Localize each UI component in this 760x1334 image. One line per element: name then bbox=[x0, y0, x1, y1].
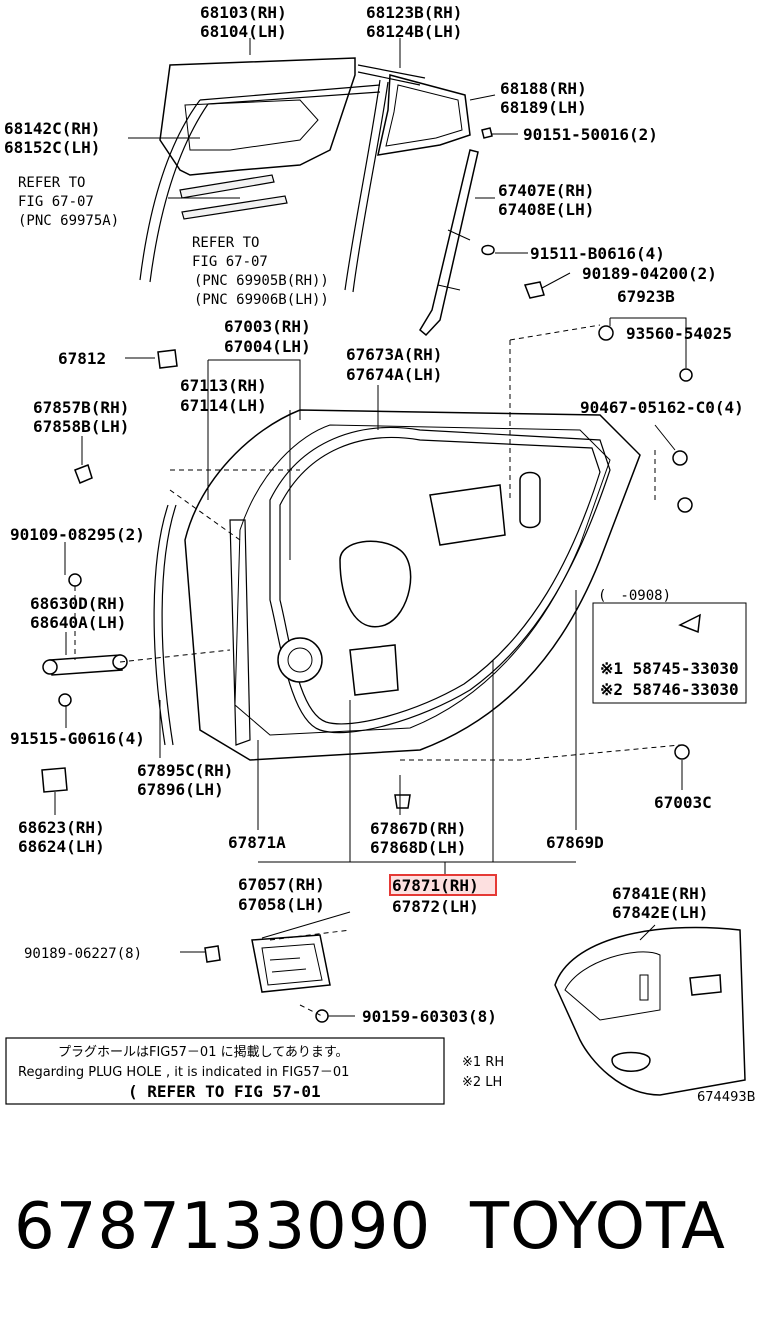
label-68640a: 68640A(LH) bbox=[30, 613, 126, 632]
notice-box: プラグホールはFIG57－01 に掲載してあります。 Regarding PLU… bbox=[5, 1037, 445, 1105]
label-refer2-d: (PNC 69906B(LH)) bbox=[194, 292, 329, 308]
label-67057: 67057(RH) bbox=[238, 875, 325, 894]
door-panel-group bbox=[74, 349, 693, 809]
label-refer1-c: (PNC 69975A) bbox=[18, 213, 119, 229]
label-67872: 67872(LH) bbox=[392, 897, 479, 916]
label-67869d: 67869D bbox=[546, 833, 604, 852]
label-68103: 68103(RH) bbox=[200, 3, 287, 22]
label-67923b: 67923B bbox=[617, 287, 675, 306]
label-67114: 67114(LH) bbox=[180, 396, 267, 415]
notice-refer: ( REFER TO FIG 57-01 bbox=[128, 1082, 321, 1101]
label-67812: 67812 bbox=[58, 349, 106, 368]
notice-english: Regarding PLUG HOLE , it is indicated in… bbox=[18, 1065, 349, 1080]
label-68624: 68624(LH) bbox=[18, 837, 105, 856]
legend-rh: ※1 RH bbox=[462, 1055, 504, 1070]
label-67673a: 67673A(RH) bbox=[346, 345, 442, 364]
legend-lh: ※2 LH bbox=[462, 1075, 502, 1090]
label-67058: 67058(LH) bbox=[238, 895, 325, 914]
label-68104: 68104(LH) bbox=[200, 22, 287, 41]
door-lock-group bbox=[204, 934, 331, 1023]
label-67895c: 67895C(RH) bbox=[137, 761, 233, 780]
label-68630d: 68630D(RH) bbox=[30, 594, 126, 613]
label-90189-b: 90189-06227(8) bbox=[24, 946, 142, 962]
label-refer2-c: (PNC 69905B(RH)) bbox=[194, 273, 329, 289]
label-67674a: 67674A(LH) bbox=[346, 365, 442, 384]
label-68623: 68623(RH) bbox=[18, 818, 105, 837]
label-67841e: 67841E(RH) bbox=[612, 884, 708, 903]
label-67871-highlighted: 67871(RH) bbox=[392, 876, 479, 895]
label-68142c: 68142C(RH) bbox=[4, 119, 100, 138]
label-67868d: 67868D(LH) bbox=[370, 838, 466, 857]
door-glass-group bbox=[139, 57, 693, 382]
label-67003: 67003(RH) bbox=[224, 317, 311, 336]
label-67896: 67896(LH) bbox=[137, 780, 224, 799]
label-90189-a: 90189-04200(2) bbox=[582, 264, 717, 283]
label-67003c: 67003C bbox=[654, 793, 712, 812]
label-90159: 90159-60303(8) bbox=[362, 1007, 497, 1026]
label-90109: 90109-08295(2) bbox=[10, 525, 145, 544]
label-68152c: 68152C(LH) bbox=[4, 138, 100, 157]
label-91515: 91515-G0616(4) bbox=[10, 729, 145, 748]
door-check-group bbox=[41, 573, 128, 793]
highlight-box bbox=[389, 874, 497, 896]
figure-id: 674493B bbox=[697, 1090, 756, 1105]
part-number: 6787133090 bbox=[14, 1190, 432, 1264]
inset-date: ( -0908) bbox=[598, 588, 671, 604]
label-refer2-b: FIG 67-07 bbox=[192, 254, 268, 270]
label-67858b: 67858B(LH) bbox=[33, 417, 129, 436]
leader-lines bbox=[54, 38, 687, 1017]
label-90467: 90467-05162-C0(4) bbox=[580, 398, 744, 417]
inset-box: ( -0908) ※1 58745-33030 ※2 58746-33030 bbox=[592, 588, 747, 704]
label-67407e: 67407E(RH) bbox=[498, 181, 594, 200]
exploded-parts-diagram: ( -0908) ※1 58745-33030 ※2 58746-33030 bbox=[4, 3, 756, 1105]
label-91511: 91511-B0616(4) bbox=[530, 244, 665, 263]
label-67004: 67004(LH) bbox=[224, 337, 311, 356]
label-67871a: 67871A bbox=[228, 833, 286, 852]
label-refer2-a: REFER TO bbox=[192, 235, 259, 251]
inset-line-2: ※2 58746-33030 bbox=[600, 680, 739, 699]
rh-lh-legend: ※1 RH ※2 LH bbox=[462, 1055, 504, 1090]
label-68123b: 68123B(RH) bbox=[366, 3, 462, 22]
label-67408e: 67408E(LH) bbox=[498, 200, 594, 219]
label-67842e: 67842E(LH) bbox=[612, 903, 708, 922]
inset-line-1: ※1 58745-33030 bbox=[600, 659, 739, 678]
part-labels: 68103(RH) 68104(LH) 68123B(RH) 68124B(LH… bbox=[4, 3, 744, 1026]
label-68189: 68189(LH) bbox=[500, 98, 587, 117]
brand-name: TOYOTA bbox=[470, 1190, 726, 1264]
label-refer1-a: REFER TO bbox=[18, 175, 85, 191]
label-refer1-b: FIG 67-07 bbox=[18, 194, 94, 210]
label-67867d: 67867D(RH) bbox=[370, 819, 466, 838]
notice-japanese: プラグホールはFIG57－01 に掲載してあります。 bbox=[58, 1044, 349, 1060]
door-trim-group bbox=[554, 926, 746, 1096]
label-68124b: 68124B(LH) bbox=[366, 22, 462, 41]
label-67113: 67113(RH) bbox=[180, 376, 267, 395]
label-90151: 90151-50016(2) bbox=[523, 125, 658, 144]
label-67857b: 67857B(RH) bbox=[33, 398, 129, 417]
label-93560: 93560-54025 bbox=[626, 324, 732, 343]
label-68188: 68188(RH) bbox=[500, 79, 587, 98]
